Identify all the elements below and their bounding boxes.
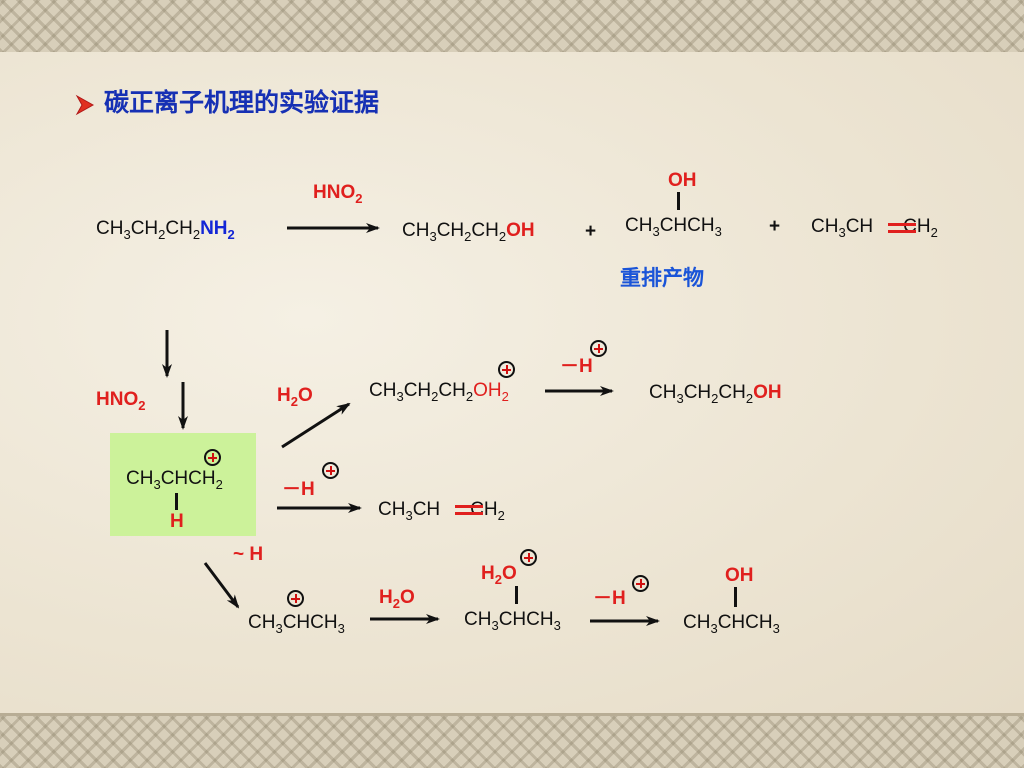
minus-proton-3: －H [593,588,626,609]
product-1-propanol: CH3CH2CH2OH [402,220,535,244]
propanol-product: CH3CH2CH2OH [649,382,782,406]
isopropanol-bond [734,587,737,607]
hydride-shift-label: ~ H [233,544,264,565]
positive-charge-icon [520,549,537,566]
bottom-border-edge [0,713,1024,716]
slide-background [0,52,1024,716]
product-2-isopropanol: CH3CHCH3 [625,215,722,239]
plus-sign-2: + [769,216,781,237]
minus-proton-2: －H [282,479,315,500]
product-2-oh: OH [668,170,697,191]
plus-sign-1: + [585,221,597,242]
top-decorative-border [0,0,1024,52]
rearrangement-note: 重排产物 [620,266,704,290]
isopropanol-product: CH3CHCH3 [683,612,780,636]
carbocation-h-bond [175,493,178,510]
primary-carbocation: CH3CHCH2 [126,468,223,492]
propylamine: CH3CH2CH2NH2 [96,218,235,242]
reagent-hno2: HNO2 [313,182,363,206]
positive-charge-icon [287,590,304,607]
water-reagent-2: H2O [379,587,415,611]
isopropanol-oh: OH [725,565,754,586]
bottom-decorative-border [0,716,1024,768]
positive-charge-icon [204,449,221,466]
bullet-arrow-icon [75,94,95,116]
sec-oxonium-h2o: H2O [481,563,517,587]
arrow-to-oxonium [281,402,351,449]
arrow-hydride-shift [203,562,240,609]
slide-title: 碳正离子机理的实验证据 [104,88,380,117]
sec-oxonium-bond [515,586,518,604]
positive-charge-icon [590,340,607,357]
positive-charge-icon [632,575,649,592]
secondary-oxonium: CH3CHCH3 [464,609,561,633]
carbocation-h: H [170,511,184,532]
product-2-bond [677,192,680,210]
double-bond-2 [455,505,483,515]
positive-charge-icon [498,361,515,378]
double-bond-1 [888,223,916,233]
oxonium-ion: CH3CH2CH2OH2 [369,380,509,404]
mech-hno2: HNO2 [96,389,146,413]
secondary-carbocation: CH3CHCH3 [248,612,345,636]
water-reagent-1: H2O [277,385,313,409]
minus-proton-1: －H [560,356,593,377]
carbocation-highlight-box [110,433,256,536]
positive-charge-icon [322,462,339,479]
